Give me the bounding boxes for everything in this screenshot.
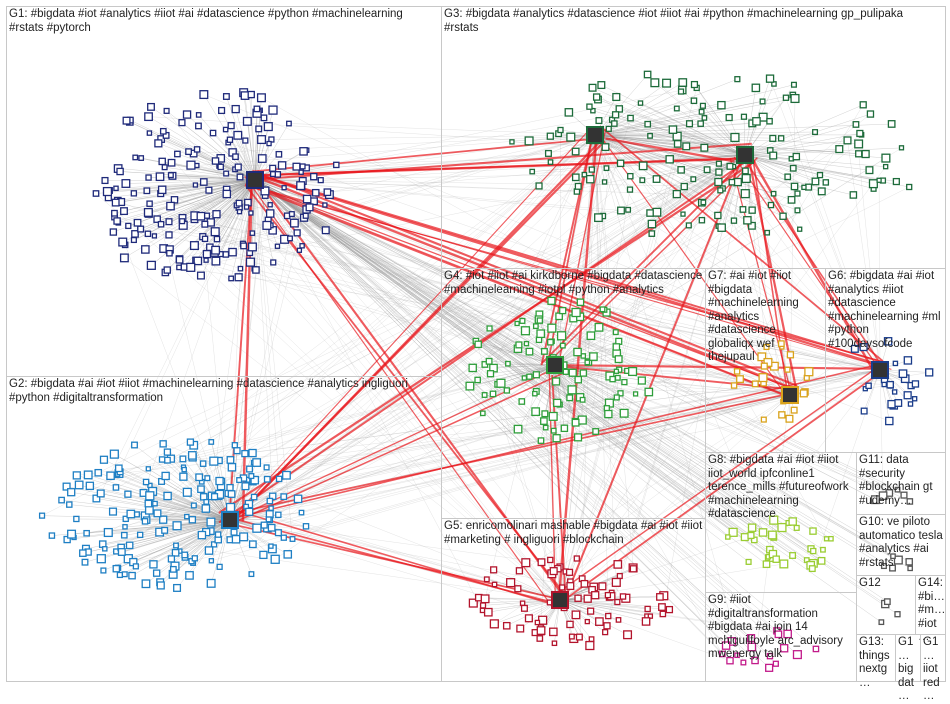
group-box-g10: G10: ve piloto automatico tesla #analyti… (856, 514, 946, 576)
group-label-g2: G2: #bigdata #ai #iot #iiot #machinelear… (9, 378, 439, 405)
group-box-g13: G13: things nextg… (856, 634, 896, 682)
group-label-g10: G10: ve piloto automatico tesla #analyti… (859, 516, 947, 570)
group-label-g5: G5: enricomolinari mashable #bigdata #ai… (444, 520, 704, 547)
group-label-g12: G12 (859, 577, 913, 591)
group-label-g6: G6: #bigdata #ai #iot #analytics #iiot #… (828, 270, 946, 351)
group-label-g3: G3: #bigdata #analytics #datascience #io… (444, 8, 934, 35)
group-box-g5: G5: enricomolinari mashable #bigdata #ai… (441, 518, 706, 682)
group-box-g16: G1… iiot red… (920, 634, 946, 682)
group-box-g8: G8: #bigdata #ai #iot #iiot iiot_world i… (705, 452, 857, 593)
group-box-g2: G2: #bigdata #ai #iot #iiot #machinelear… (6, 376, 442, 682)
group-label-g15: G1… big dat… (898, 636, 922, 704)
group-box-g15: G1… big dat… (895, 634, 921, 682)
group-box-g4: G4: #iot #iiot #ai kirkdborne #bigdata #… (441, 268, 706, 519)
group-label-g4: G4: #iot #iiot #ai kirkdborne #bigdata #… (444, 270, 704, 297)
group-box-g9: G9: #iiot #digitaltransformation #bigdat… (705, 592, 857, 682)
group-box-g1: G1: #bigdata #iot #analytics #iiot #ai #… (6, 6, 442, 377)
group-box-g14: G14: #bi… #m… #iot… (915, 575, 946, 635)
group-label-g11: G11: data #security #blockchain gt #udem… (859, 454, 945, 508)
group-label-g9: G9: #iiot #digitaltransformation #bigdat… (708, 594, 858, 662)
group-box-g11: G11: data #security #blockchain gt #udem… (856, 452, 946, 515)
group-label-g7: G7: #ai #iot #iiot #bigdata #machinelear… (708, 270, 818, 365)
group-label-g13: G13: things nextg… (859, 636, 895, 690)
group-label-g8: G8: #bigdata #ai #iot #iiot iiot_world i… (708, 454, 858, 522)
group-box-g7: G7: #ai #iot #iiot #bigdata #machinelear… (705, 268, 826, 453)
group-label-g16: G1… iiot red… (923, 636, 947, 704)
group-label-g1: G1: #bigdata #iot #analytics #iiot #ai #… (9, 8, 439, 35)
group-box-g12: G12 (856, 575, 916, 635)
group-box-g6: G6: #bigdata #ai #iot #analytics #iiot #… (825, 268, 946, 453)
group-box-g3: G3: #bigdata #analytics #datascience #io… (441, 6, 946, 269)
network-graph-canvas: G1: #bigdata #iot #analytics #iiot #ai #… (0, 0, 950, 688)
